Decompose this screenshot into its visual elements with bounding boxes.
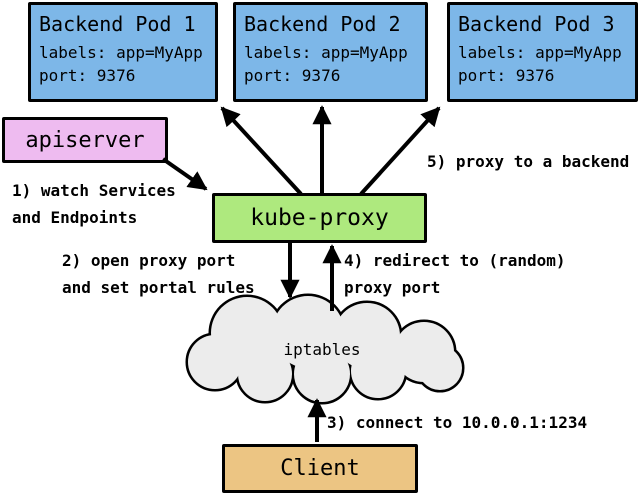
client-label: Client xyxy=(280,456,360,481)
pod-title: Backend Pod 3 xyxy=(458,12,615,36)
step1-line2: and Endpoints xyxy=(12,208,138,227)
step1-annotation: 1) watch Services and Endpoints xyxy=(12,177,176,231)
pod-labels-line: labels: app=MyApp xyxy=(458,43,622,62)
backend-pod-3-box: Backend Pod 3 labels: app=MyApp port: 93… xyxy=(447,2,638,102)
step3-line1: 3) connect to 10.0.0.1:1234 xyxy=(327,413,588,432)
backend-pod-2-box: Backend Pod 2 labels: app=MyApp port: 93… xyxy=(233,2,428,102)
step4-annotation: 4) redirect to (random) proxy port xyxy=(344,247,566,301)
pod-port-line: port: 9376 xyxy=(39,66,136,85)
kube-proxy-label: kube-proxy xyxy=(250,205,389,231)
step2-line1: 2) open proxy port xyxy=(62,251,236,270)
step1-line1: 1) watch Services xyxy=(12,181,176,200)
client-box: Client xyxy=(222,444,418,493)
step4-line1: 4) redirect to (random) xyxy=(344,251,566,270)
step3-annotation: 3) connect to 10.0.0.1:1234 xyxy=(327,409,587,436)
arrow-kubeproxy-to-pod1 xyxy=(220,106,303,196)
step2-annotation: 2) open proxy port and set portal rules xyxy=(62,247,255,301)
pod-port-line: port: 9376 xyxy=(458,66,555,85)
pod-title: Backend Pod 2 xyxy=(244,12,401,36)
pod-port-line: port: 9376 xyxy=(244,66,341,85)
step4-line2: proxy port xyxy=(344,278,441,297)
step5-line1: 5) proxy to a backend xyxy=(427,152,630,171)
kube-proxy-box: kube-proxy xyxy=(212,193,427,243)
backend-pod-1-box: Backend Pod 1 labels: app=MyApp port: 93… xyxy=(28,2,218,102)
step5-annotation: 5) proxy to a backend xyxy=(427,148,629,175)
iptables-label: iptables xyxy=(283,340,361,359)
pod-labels-line: labels: app=MyApp xyxy=(39,43,203,62)
apiserver-label: apiserver xyxy=(25,127,145,153)
step2-line2: and set portal rules xyxy=(62,278,255,297)
pod-title: Backend Pod 1 xyxy=(39,12,196,36)
apiserver-box: apiserver xyxy=(2,117,168,163)
pod-labels-line: labels: app=MyApp xyxy=(244,43,408,62)
